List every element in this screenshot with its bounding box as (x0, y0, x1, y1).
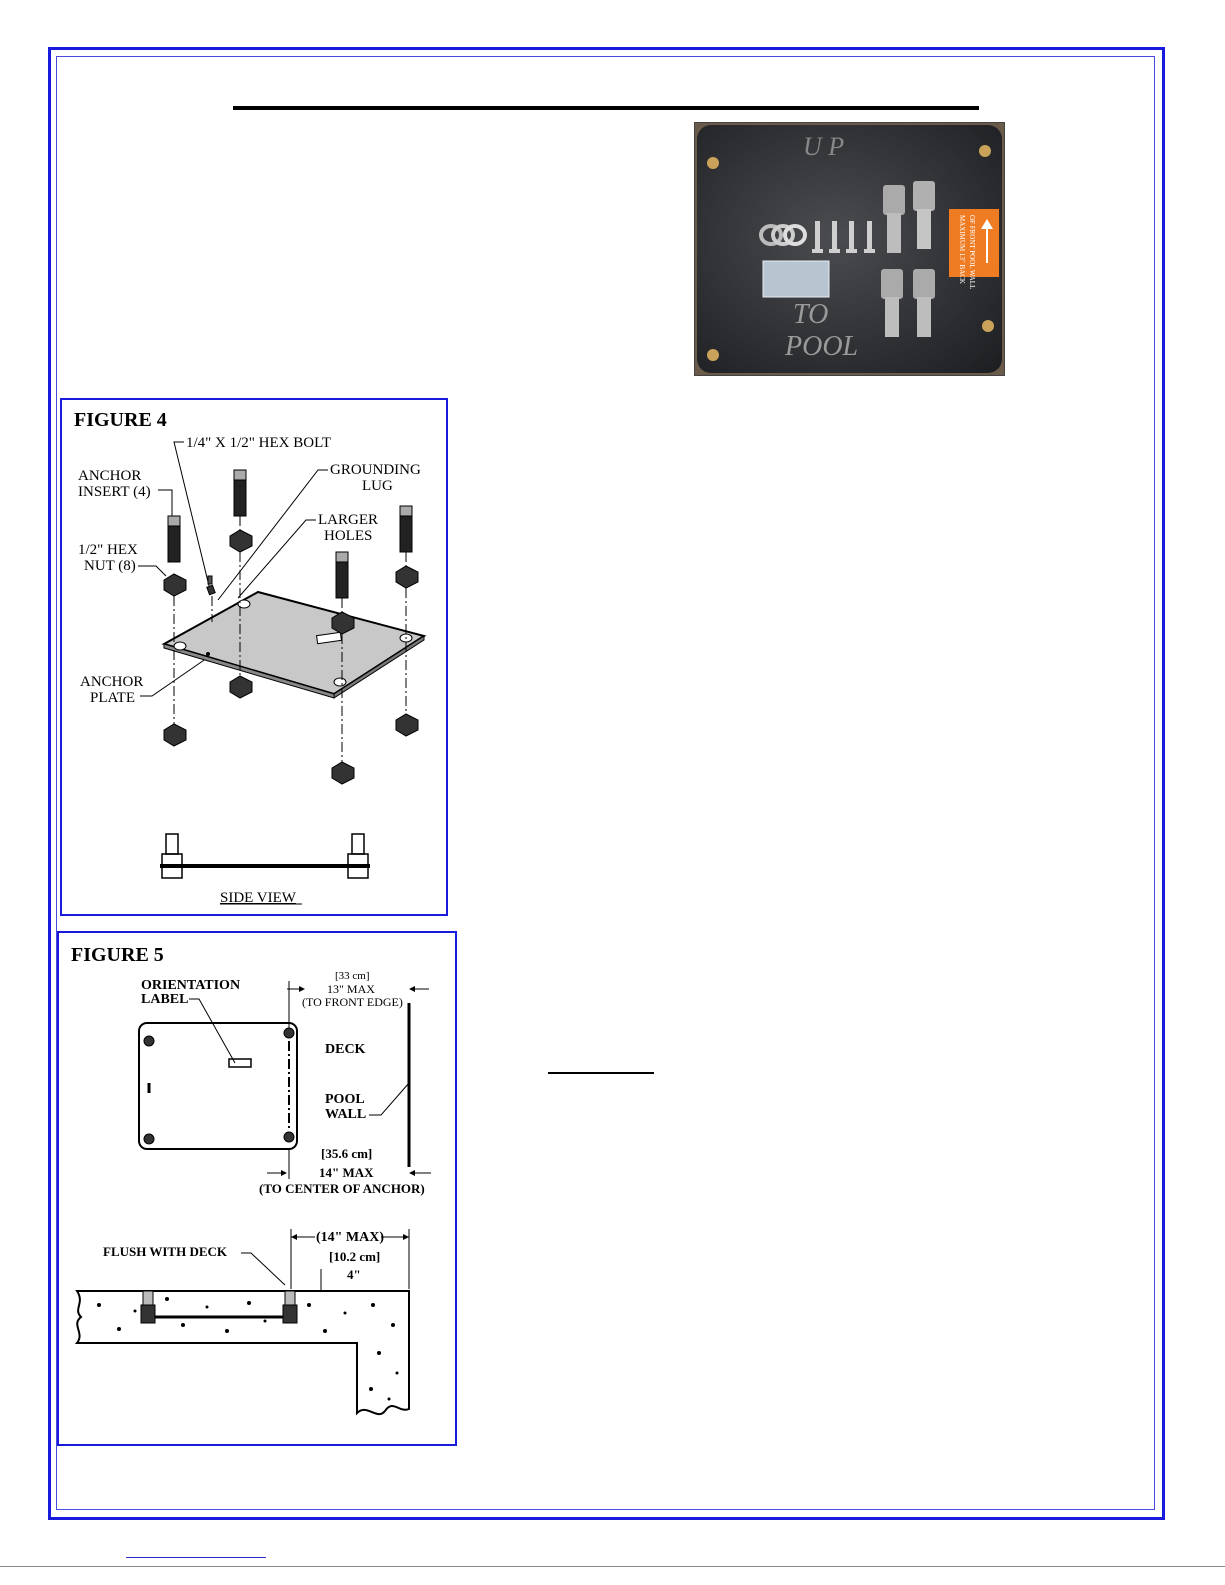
figure-4: FIGURE 4 1/4" X 1/2" HEX BOLT ANCHOR INS… (60, 398, 448, 916)
dim-note-top: (TO FRONT EDGE) (302, 995, 403, 1009)
label-grounding-2: LUG (362, 478, 393, 494)
bolts (812, 221, 875, 253)
label-hex-nut-1: 1/2" HEX (78, 542, 138, 558)
footer-rule (0, 1566, 1225, 1567)
dim-14-max: (14" MAX) (316, 1230, 384, 1245)
top-view-plate (138, 1022, 298, 1150)
photo-to-text: TO (793, 299, 828, 330)
label-anchor-insert-1: ANCHOR (78, 468, 141, 484)
anchor-inserts (881, 181, 935, 337)
label-anchor-plate-1: ANCHOR (80, 674, 143, 690)
side-view-label: SIDE VIEW (220, 890, 297, 906)
label-pool-wall-1: POOL (325, 1092, 365, 1107)
photo-up-text: U P (803, 132, 844, 161)
figure-4-title: FIGURE 4 (74, 409, 167, 431)
title-rule (233, 106, 979, 110)
label-flush-with-deck: FLUSH WITH DECK (103, 1244, 228, 1259)
label-anchor-insert-2: INSERT (4) (78, 484, 151, 500)
anchor-plate-drawing (161, 590, 427, 699)
page-border-inner (56, 56, 1155, 1510)
page-border-outer (48, 47, 1165, 1520)
side-view-drawing (160, 833, 370, 879)
anchor-hardware (163, 469, 419, 785)
label-larger-1: LARGER (318, 512, 378, 528)
label-orientation-1: ORIENTATION (141, 978, 240, 993)
footer-link-underline[interactable] (126, 1557, 266, 1558)
label-orientation-2: LABEL (141, 992, 188, 1007)
dim-in-top: 13" MAX (327, 982, 375, 996)
label-hex-nut-2: NUT (8) (84, 558, 136, 574)
label-grounding-1: GROUNDING (330, 462, 421, 478)
label-anchor-plate-2: PLATE (90, 690, 135, 706)
dim-depth: 4" (347, 1267, 361, 1282)
deck-section (74, 1290, 410, 1416)
orientation-label (949, 209, 999, 277)
label-hex-bolt: 1/4" X 1/2" HEX BOLT (186, 435, 331, 451)
dim-cm-depth: [10.2 cm] (329, 1249, 380, 1264)
grounding-lug (762, 260, 830, 298)
dim-in-bottom: 14" MAX (319, 1165, 374, 1180)
dim-cm-top: [33 cm] (335, 970, 370, 982)
washers (759, 224, 807, 246)
label-pool-wall-2: WALL (325, 1107, 366, 1122)
label-deck: DECK (325, 1042, 366, 1057)
dim-cm-bottom: [35.6 cm] (321, 1146, 372, 1161)
photo-pool-text: POOL (784, 331, 858, 362)
orange-label-line2: OF FRONT POOL WALL (968, 215, 976, 289)
anchor-kit-photo: U P TO POOL MAXIMUM 13" BACK OF (694, 122, 1005, 376)
underline-rule (548, 1072, 654, 1074)
label-larger-2: HOLES (324, 528, 372, 544)
dim-note-bottom: (TO CENTER OF ANCHOR) (259, 1181, 425, 1196)
orange-label-line1: MAXIMUM 13" BACK (958, 215, 966, 284)
figure-5: FIGURE 5 ORIENTATION LABEL [33 cm] 13" M… (57, 931, 457, 1446)
figure-5-title: FIGURE 5 (71, 944, 164, 966)
